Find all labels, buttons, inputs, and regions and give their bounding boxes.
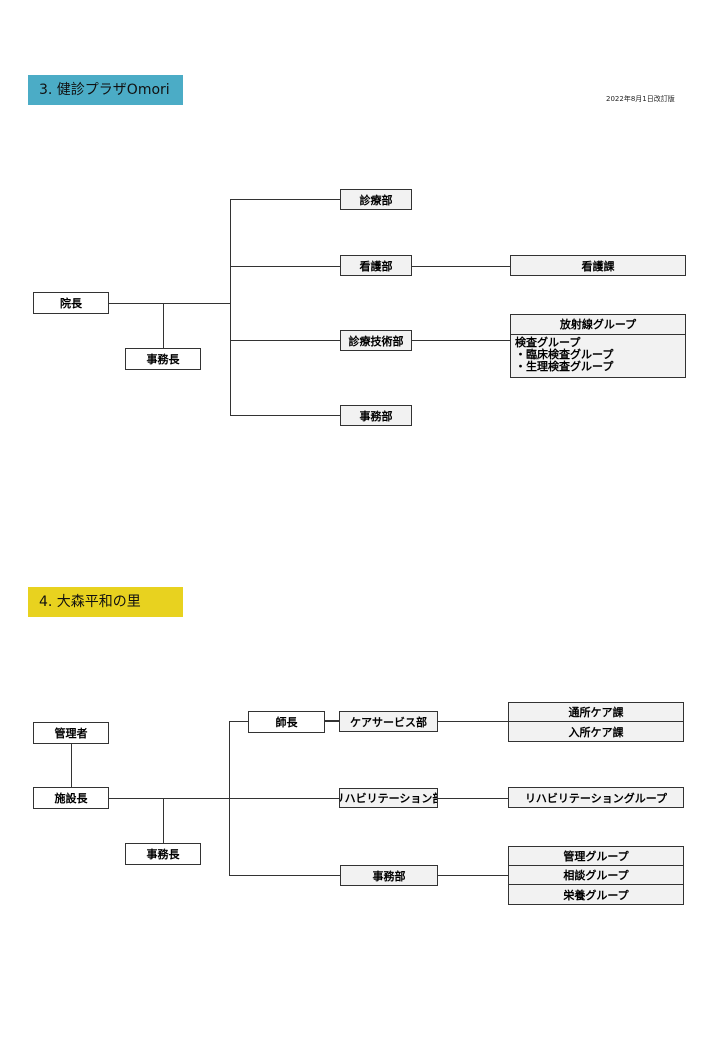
technical-groups-box: 放射線グループ 検査グループ ・臨床検査グループ ・生理検査グループ [510,314,686,378]
director-box: 院長 [33,292,109,314]
revision-date: 2022年8月1日改訂版 [606,95,675,103]
connector [163,303,164,349]
connector [229,875,340,876]
residential-care-section-box: 入所ケア課 [508,721,684,742]
manager-box: 管理者 [33,722,109,744]
clinical-inspection-label: ・臨床検査グループ [515,348,614,361]
connector [71,744,72,787]
connector [163,798,164,843]
connector [412,266,510,267]
connector [230,266,340,267]
connector [109,798,339,799]
section3-title: 3. 健診プラザOmori [28,75,183,105]
care-service-dept-box: ケアサービス部 [339,711,438,732]
nutrition-group-box: 栄養グループ [508,884,684,905]
secretary-box: 事務長 [125,843,201,865]
connector [438,798,508,799]
connector [229,721,230,875]
nursing-dept-box: 看護部 [340,255,412,276]
nursing-section-box: 看護課 [510,255,686,276]
connector [412,340,510,341]
connector [230,415,340,416]
admin-dept-box: 事務部 [340,865,438,886]
connector [230,199,340,200]
connector [229,721,248,722]
admin-dept-box: 事務部 [340,405,412,426]
secretary-box: 事務長 [125,348,201,370]
inspection-group-label: 検査グループ [515,336,581,349]
connector [109,303,230,304]
medical-dept-box: 診療部 [340,189,412,210]
rehab-group-box: リハビリテーショングループ [508,787,684,808]
day-care-section-box: 通所ケア課 [508,702,684,722]
connector [230,340,340,341]
facility-head-box: 施設長 [33,787,109,809]
connector [230,199,231,416]
connector [438,721,508,722]
radiology-group-label: 放射線グループ [511,315,685,335]
physiological-inspection-label: ・生理検査グループ [515,360,614,373]
consultation-group-box: 相談グループ [508,865,684,885]
technical-dept-box: 診療技術部 [340,330,412,351]
head-nurse-box: 師長 [248,711,325,733]
management-group-box: 管理グループ [508,846,684,866]
section4-title: 4. 大森平和の里 [28,587,183,617]
connector [438,875,508,876]
rehab-dept-box: リハビリテーション部 [339,788,438,808]
connector [325,720,339,722]
